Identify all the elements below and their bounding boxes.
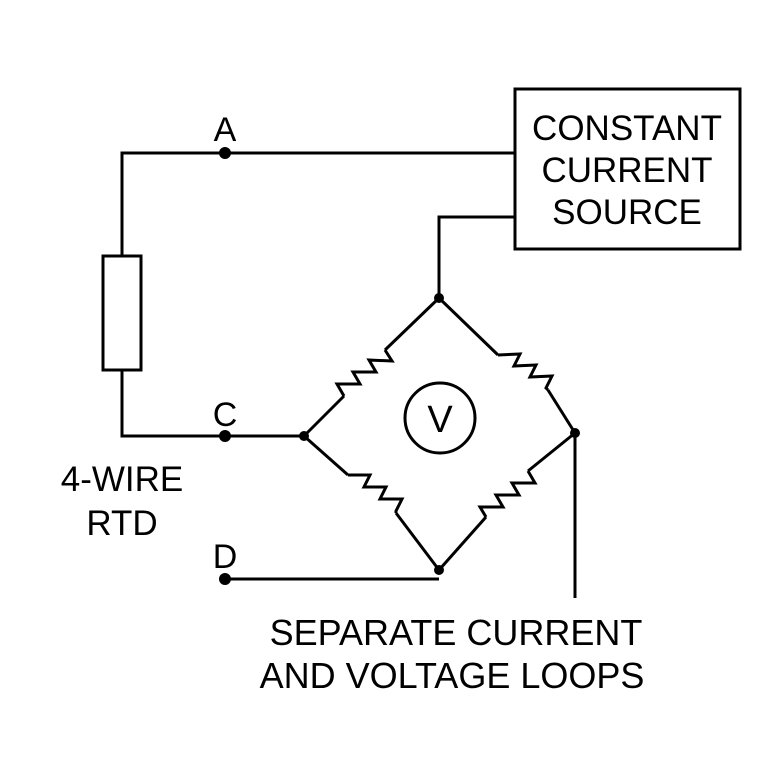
terminal-label-d: D <box>213 538 238 576</box>
node-bridge-top <box>434 293 444 303</box>
caption-line1: SEPARATE CURRENT <box>270 612 643 653</box>
node-terminal-a <box>219 147 231 159</box>
bridge-resistor-lower-left <box>303 434 441 571</box>
node-bridge-right <box>570 428 580 438</box>
rtd-label-line1: 4-WIRE <box>61 460 184 499</box>
constant-current-source-box <box>513 87 742 251</box>
source-label-line1: CONSTANT <box>532 109 722 148</box>
wire-source-to-bridge-top <box>437 215 515 298</box>
source-label-line3: SOURCE <box>552 193 702 232</box>
source-label-line2: CURRENT <box>541 151 712 190</box>
rtd-label-line2: RTD <box>86 504 157 543</box>
caption-line2: AND VOLTAGE LOOPS <box>260 655 645 696</box>
node-terminal-d <box>219 573 231 585</box>
bridge-resistor-upper-right <box>437 296 577 434</box>
bridge-resistor-lower-right <box>437 431 576 571</box>
terminal-label-c: C <box>213 396 238 434</box>
wire-rtd-to-terminal-c <box>120 370 304 438</box>
rtd-element <box>101 254 143 372</box>
bridge-resistor-upper-left <box>302 296 441 438</box>
terminal-label-a: A <box>214 111 237 149</box>
voltmeter <box>403 381 477 455</box>
wire-source-to-terminal-a <box>120 151 515 256</box>
voltmeter-symbol: V <box>427 399 453 441</box>
node-bridge-bottom <box>434 565 444 575</box>
node-bridge-left <box>299 431 309 441</box>
node-terminal-c <box>219 430 231 442</box>
